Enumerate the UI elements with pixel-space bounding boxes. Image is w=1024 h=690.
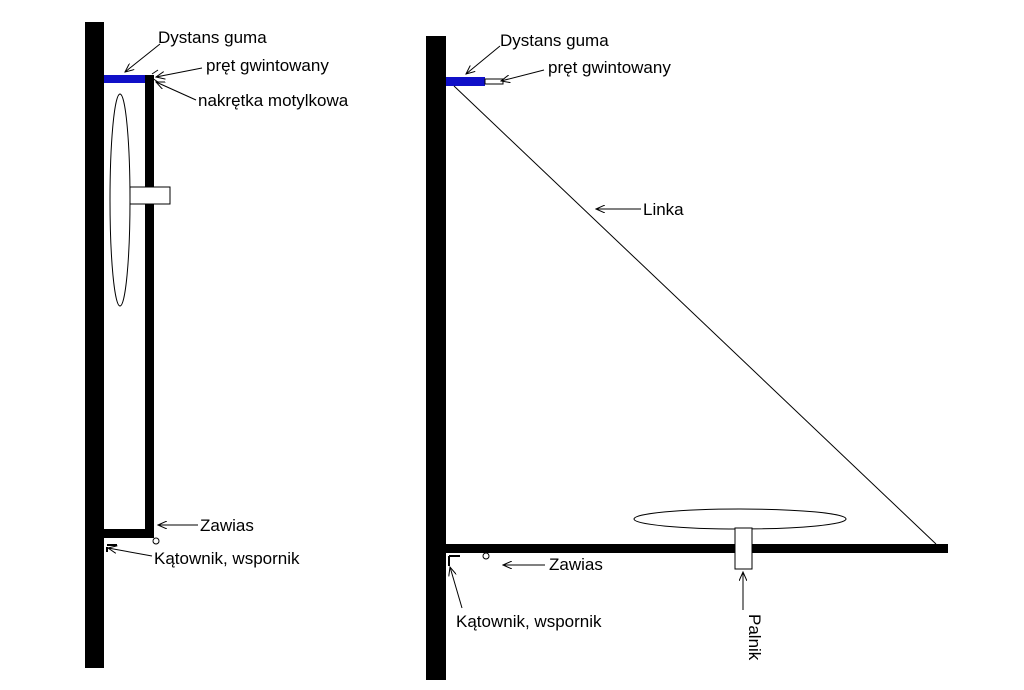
left-burner-ring [109,93,131,307]
leader-bracket-right [450,567,463,609]
right-angle-bracket [448,555,460,566]
label-wingnut-left: nakrętka motylkowa [198,91,349,110]
leader-spacer-left [125,43,161,72]
label-bracket-left: Kątownik, wspornik [154,549,300,568]
left-frame-vertical [145,75,154,538]
right-support-cable [453,85,937,545]
leader-rod-left [156,67,203,77]
left-burner-pipe [129,186,171,205]
right-hinge [482,552,490,560]
label-rod-left: pręt gwintowany [206,56,329,75]
right-view: Dystans guma pręt gwintowany Linka Zawia… [426,31,948,680]
right-threaded-rod [484,78,504,85]
label-bracket-right: Kątownik, wspornik [456,612,602,631]
label-burner: Palnik [745,614,764,661]
right-arm-horizontal [446,544,948,553]
leader-wingnut-left [156,82,197,101]
label-hinge-right: Zawias [549,555,603,574]
left-spacer-rubber [104,75,149,83]
label-cable: Linka [643,200,684,219]
left-frame-bottom [104,529,154,538]
left-wall [85,22,104,668]
label-spacer-right: Dystans guma [500,31,609,50]
right-spacer-rubber [446,77,485,86]
right-wall [426,36,446,680]
left-view: Dystans guma pręt gwintowany nakrętka mo… [85,22,349,668]
leader-spacer-right [466,45,501,74]
right-burner-ring [633,508,847,530]
leader-rod-right [501,69,545,81]
leader-bracket-left [108,548,153,557]
left-hinge [152,537,160,545]
label-spacer-left: Dystans guma [158,28,267,47]
label-rod-right: pręt gwintowany [548,58,671,77]
right-burner-pipe [734,527,753,570]
label-hinge-left: Zawias [200,516,254,535]
